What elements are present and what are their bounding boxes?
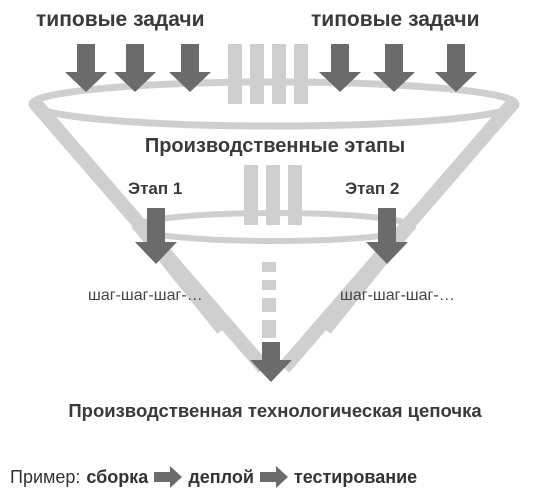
dashed-column bbox=[262, 262, 276, 338]
task-arrow-icon bbox=[65, 44, 107, 92]
task-arrows-right bbox=[319, 44, 477, 92]
stage-2-steps: шаг-шаг-шаг-… bbox=[340, 287, 455, 304]
funnel-top-rim bbox=[28, 78, 520, 130]
example-item-deploy: деплой bbox=[188, 467, 254, 487]
stages-title: Производственные этапы bbox=[144, 135, 406, 157]
example-item-build: сборка bbox=[86, 467, 149, 487]
right-arrow-icon bbox=[259, 466, 288, 488]
output-arrow-icon bbox=[250, 342, 292, 382]
top-label-left: типовые задачи bbox=[36, 8, 205, 31]
task-arrow-icon bbox=[435, 44, 477, 92]
task-arrows-left bbox=[65, 44, 211, 92]
stage-2-label: Этап 2 bbox=[345, 179, 400, 198]
task-arrow-icon bbox=[319, 44, 361, 92]
stage-1-label: Этап 1 bbox=[128, 179, 183, 198]
subfunnel-rim bbox=[132, 210, 416, 244]
task-arrow-icon bbox=[373, 44, 415, 92]
chain-title: Производственная технологическая цепочка bbox=[68, 400, 482, 421]
stage-2-arrow-icon bbox=[366, 208, 408, 264]
example-item-test: тестирование bbox=[293, 467, 418, 487]
right-arrow-icon bbox=[154, 466, 183, 488]
stage-1-arrow-icon bbox=[135, 208, 177, 264]
center-light-arrows bbox=[228, 44, 308, 225]
example-prefix: Пример: bbox=[10, 467, 81, 487]
stage-1-steps: шаг-шаг-шаг-… bbox=[88, 287, 203, 304]
example-row: Пример: сборка деплой тестирование bbox=[10, 466, 417, 488]
task-arrow-icon bbox=[169, 44, 211, 92]
top-label-right: типовые задачи bbox=[311, 8, 480, 31]
task-arrow-icon bbox=[114, 44, 156, 92]
